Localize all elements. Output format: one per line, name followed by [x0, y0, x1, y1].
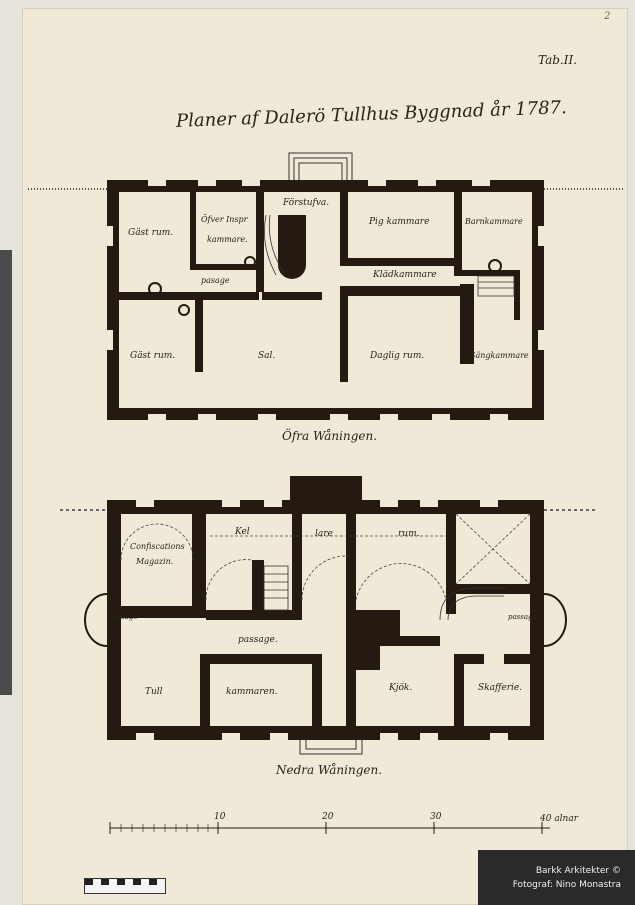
lower-floor-caption: Nedra Wåningen. — [276, 763, 383, 777]
plate-label: Tab.II. — [538, 53, 578, 67]
cellar-vaults — [120, 513, 531, 601]
lower-stair — [263, 565, 506, 621]
scale-label-30: 30 — [430, 812, 442, 822]
room-magazin: Magazin. — [136, 557, 174, 566]
background-strip — [0, 250, 12, 695]
lower-floor-plan — [107, 476, 544, 740]
room-barn-kammare: Barnkammare — [465, 217, 523, 226]
room-sang-kammare: Sängkammare — [470, 351, 529, 360]
credit-line-2: Fotograf: Nino Monastra — [512, 880, 621, 890]
room-kel: Kel — [235, 527, 250, 537]
room-gast-rum-bottom: Gäst rum. — [130, 351, 176, 361]
scale-label-40: 40 alnar — [540, 814, 579, 824]
upper-windows — [107, 180, 544, 420]
room-kjok: Kjök. — [389, 683, 413, 693]
room-tull: Tull — [145, 687, 163, 697]
room-pig-kammare: Pig kammare — [369, 217, 430, 227]
room-passage-mid: passage. — [238, 635, 278, 645]
upper-stoves — [148, 256, 502, 316]
entrance-steps-lower — [299, 737, 363, 755]
room-ofver-inspr-2: kammare. — [207, 235, 248, 244]
room-kladkammare: Klädkammare — [373, 270, 437, 280]
room-rum: rum. — [398, 529, 420, 539]
upper-floor-plan — [107, 180, 544, 420]
upper-floor-caption: Öfra Wåningen. — [282, 429, 378, 443]
room-kammaren: kammaren. — [226, 687, 278, 697]
scale-label-10: 10 — [214, 812, 226, 822]
scale-label-20: 20 — [322, 812, 334, 822]
upper-stair — [263, 214, 515, 297]
credit-line-1: Barkk Arkitekter © — [535, 866, 621, 876]
scale-bar — [109, 822, 550, 834]
reference-ruler — [84, 878, 166, 894]
page-number: 2 — [604, 11, 611, 22]
room-ofver-inspr: Öfver Inspr — [201, 215, 248, 224]
lower-windows — [136, 500, 508, 740]
room-gast-rum-top: Gäst rum. — [128, 228, 174, 238]
credit-background — [478, 850, 635, 905]
entrance-steps-upper — [288, 152, 353, 182]
room-passage-left: passage — [109, 613, 138, 621]
side-bays — [84, 593, 567, 647]
room-passage-right: passage — [508, 613, 537, 621]
room-forstufva: Förstufva. — [283, 198, 330, 208]
room-sal: Sal. — [258, 351, 276, 361]
room-lare: lare — [315, 529, 333, 539]
room-passage-upper: pasage — [201, 276, 230, 285]
room-daglig-rum: Daglig rum. — [370, 351, 425, 361]
room-confiscations: Confiscations — [130, 542, 185, 551]
room-skafferie: Skafferie. — [478, 683, 523, 693]
